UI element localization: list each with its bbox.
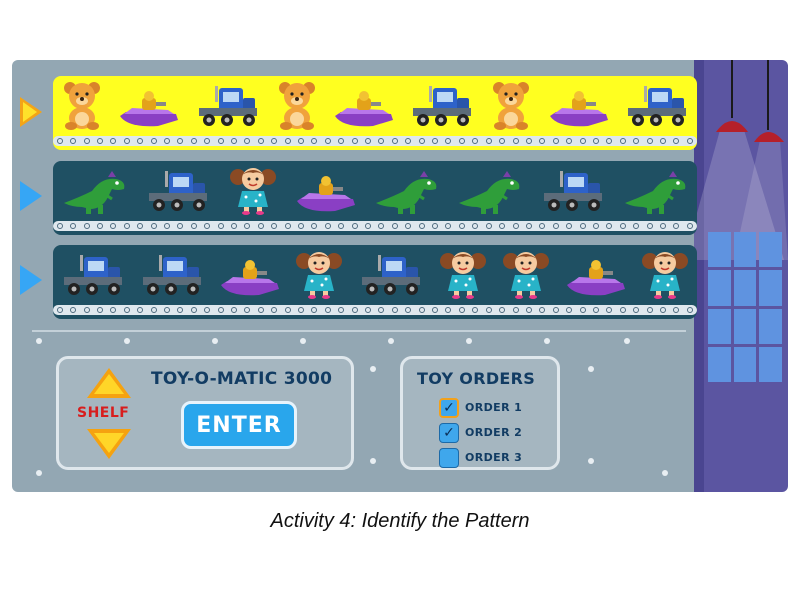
row-3-selector-arrow[interactable] (20, 265, 42, 295)
semi-truck-icon (540, 169, 606, 219)
jet-ski-icon (118, 90, 180, 134)
order-1-checkbox[interactable]: ✓ (439, 397, 459, 418)
rivet (370, 458, 376, 464)
dinosaur-icon (62, 167, 128, 219)
order-1-label: ORDER 1 (465, 401, 523, 414)
rivet (212, 338, 218, 344)
order-1-item[interactable]: ✓ ORDER 1 (439, 395, 522, 420)
jet-ski-icon (565, 259, 627, 303)
teddy-bear-icon (60, 80, 104, 134)
rivet (588, 366, 594, 372)
semi-truck-icon (358, 253, 424, 303)
shelf-label: SHELF (77, 405, 130, 421)
conveyor-rail (53, 305, 697, 315)
wall-trim (694, 60, 704, 492)
toy-orders-panel: TOY ORDERS ✓ ORDER 1 ✓ ORDER 2 ORDER 3 (400, 356, 560, 470)
order-2-checkbox[interactable]: ✓ (439, 422, 459, 443)
lamp-light-beam (734, 140, 788, 260)
shelf-down-arrow-icon[interactable] (87, 429, 131, 459)
rivet (300, 338, 306, 344)
dinosaur-icon (457, 167, 523, 219)
semi-truck-icon (624, 84, 690, 134)
rivet (370, 366, 376, 372)
panel-divider (32, 330, 686, 332)
order-3-checkbox[interactable] (439, 447, 459, 468)
order-2-item[interactable]: ✓ ORDER 2 (439, 420, 522, 445)
conveyor-rail (53, 221, 697, 231)
jet-ski-icon (219, 259, 281, 303)
order-3-label: ORDER 3 (465, 451, 523, 464)
rivet (124, 338, 130, 344)
rivet (588, 458, 594, 464)
rivet (624, 338, 630, 344)
lamp-light-beam (694, 130, 784, 260)
row-1-selector-arrow[interactable] (20, 97, 42, 127)
lamp-icon (754, 132, 784, 142)
rivet (36, 470, 42, 476)
jet-ski-icon (333, 90, 395, 134)
toy-sequence (53, 82, 697, 134)
orders-title: TOY ORDERS (417, 369, 536, 388)
rivet (544, 338, 550, 344)
doll-icon (501, 249, 551, 303)
activity-caption: Activity 4: Identify the Pattern (270, 510, 530, 532)
rivet (466, 338, 472, 344)
conveyor-row-3[interactable] (53, 245, 697, 319)
semi-truck-icon (60, 253, 126, 303)
conveyor-rail (53, 136, 697, 146)
semi-truck-icon (145, 169, 211, 219)
toy-sequence (53, 251, 697, 303)
semi-truck-icon (409, 84, 475, 134)
teddy-bear-icon (275, 80, 319, 134)
order-3-item[interactable]: ORDER 3 (439, 445, 522, 470)
conveyor-row-2[interactable] (53, 161, 697, 235)
doll-icon (640, 249, 690, 303)
doll-icon (228, 165, 278, 219)
machine-title: TOY-O-MATIC 3000 (151, 369, 333, 389)
conveyor-row-1[interactable] (53, 76, 697, 150)
rivet (388, 338, 394, 344)
shelf-up-arrow-icon[interactable] (87, 368, 131, 398)
doll-icon (438, 249, 488, 303)
toy-o-matic-panel: TOY-O-MATIC 3000 SHELF ENTER (56, 356, 354, 470)
teddy-bear-icon (489, 80, 533, 134)
dinosaur-icon (623, 167, 689, 219)
jet-ski-icon (548, 90, 610, 134)
rivet (662, 470, 668, 476)
order-list: ✓ ORDER 1 ✓ ORDER 2 ORDER 3 (439, 395, 522, 470)
toy-sequence (53, 167, 697, 219)
lamp-icon (716, 121, 748, 132)
dinosaur-icon (374, 167, 440, 219)
row-2-selector-arrow[interactable] (20, 181, 42, 211)
semi-truck-icon (195, 84, 261, 134)
enter-button[interactable]: ENTER (181, 401, 297, 449)
order-2-label: ORDER 2 (465, 426, 523, 439)
rivet (36, 338, 42, 344)
semi-truck-icon (139, 253, 205, 303)
jet-ski-icon (295, 175, 357, 219)
hanging-lamps (694, 60, 788, 260)
factory-window (708, 232, 782, 382)
doll-icon (294, 249, 344, 303)
